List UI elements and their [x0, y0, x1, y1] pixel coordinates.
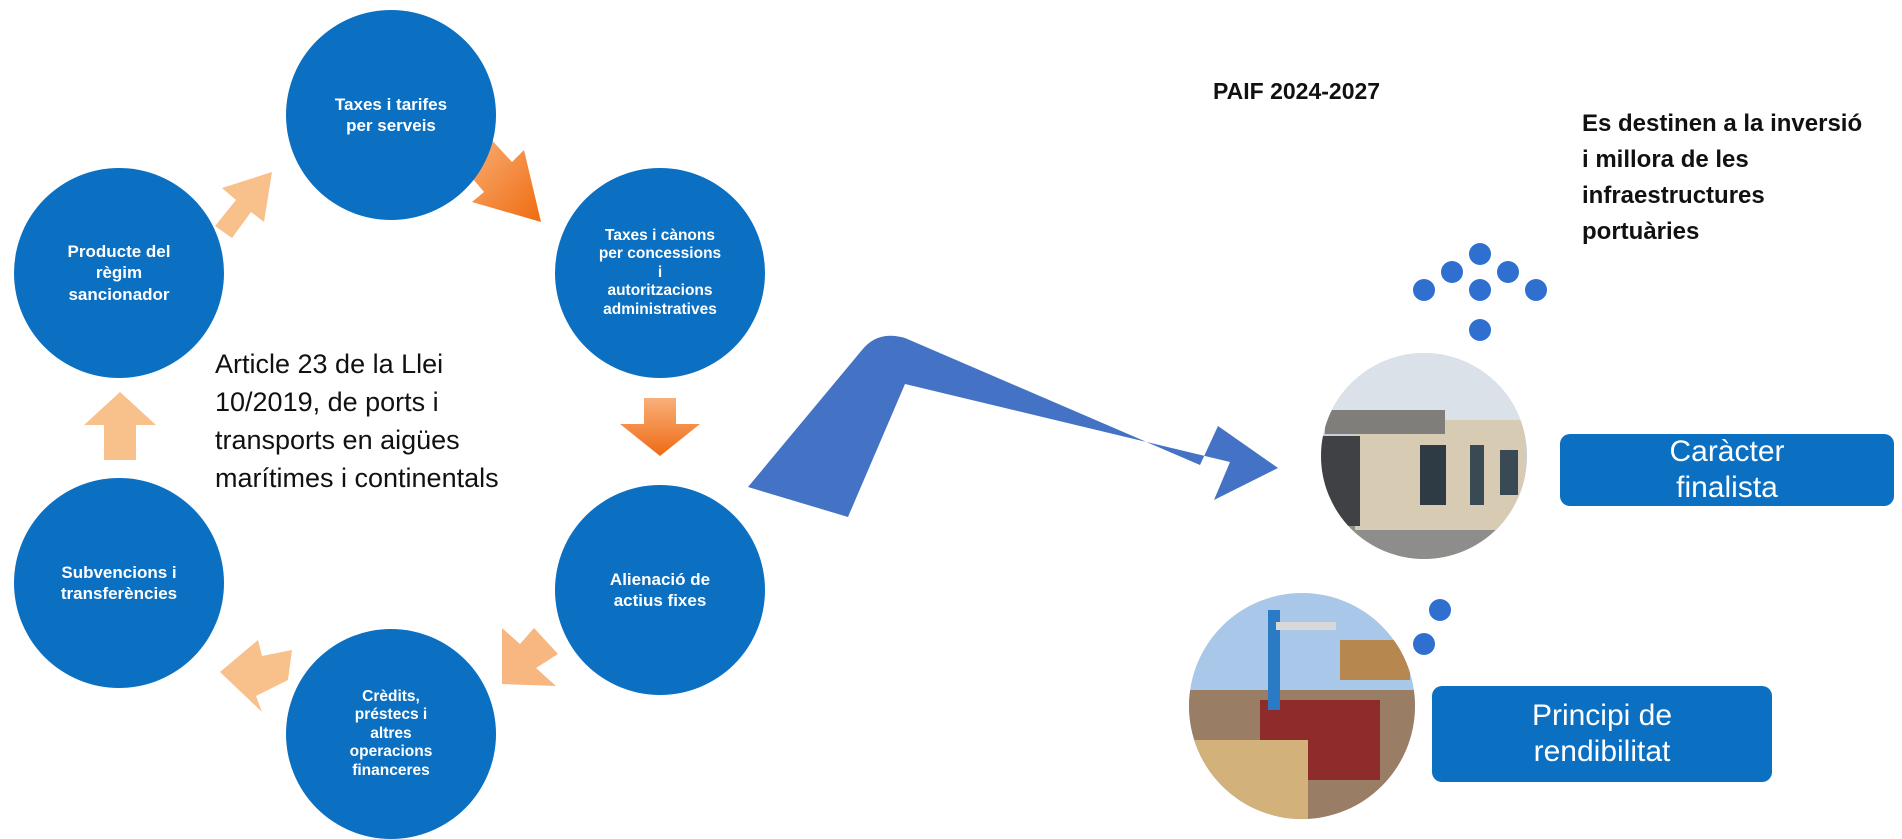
- node-subvencions: Subvencions i transferències: [14, 478, 224, 688]
- dots-cluster-connector: [1413, 599, 1451, 655]
- center-article-text: Article 23 de la Llei 10/2019, de ports …: [215, 349, 499, 493]
- badge-principi-rendibilitat: Principi de rendibilitat: [1432, 686, 1772, 782]
- cycle-arrow-downleft: [502, 628, 558, 686]
- paif-title: PAIF 2024-2027: [1213, 78, 1381, 104]
- cycle-arrow-upright: [215, 172, 272, 238]
- node-taxes-canons: Taxes i cànons per concessions i autorit…: [555, 168, 765, 378]
- port-building-photo: [1321, 353, 1527, 559]
- port-cargo-ship-photo: [1189, 593, 1415, 819]
- badge-caracter-finalista-label: Caràcter finalista: [1669, 435, 1785, 504]
- node-credits-label: Crèdits, préstecs i altres operacions fi…: [349, 687, 433, 779]
- big-bent-arrow: [748, 335, 1278, 517]
- node-alienacio: Alienació de actius fixes: [555, 485, 765, 695]
- node-taxes-tarifes-label: Taxes i tarifes per serveis: [334, 94, 448, 135]
- node-taxes-canons-label: Taxes i cànons per concessions i autorit…: [598, 226, 722, 318]
- node-producte: Producte del règim sancionador: [14, 168, 224, 378]
- node-alienacio-label: Alienació de actius fixes: [609, 569, 711, 610]
- cycle-arrow-upleft: [220, 640, 292, 712]
- destination-text: Es destinen a la inversió i millora de l…: [1582, 110, 1863, 245]
- badge-principi-rendibilitat-label: Principi de rendibilitat: [1531, 699, 1673, 768]
- node-producte-label: Producte del règim sancionador: [67, 242, 171, 304]
- cycle-arrow-up: [84, 392, 156, 460]
- dots-cluster-top: [1413, 243, 1547, 341]
- node-subvencions-label: Subvencions i transferències: [60, 562, 178, 603]
- badge-caracter-finalista: Caràcter finalista: [1560, 434, 1894, 506]
- cycle-arrow-down: [620, 398, 700, 456]
- node-taxes-tarifes: Taxes i tarifes per serveis: [286, 10, 496, 220]
- node-credits: Crèdits, préstecs i altres operacions fi…: [286, 629, 496, 839]
